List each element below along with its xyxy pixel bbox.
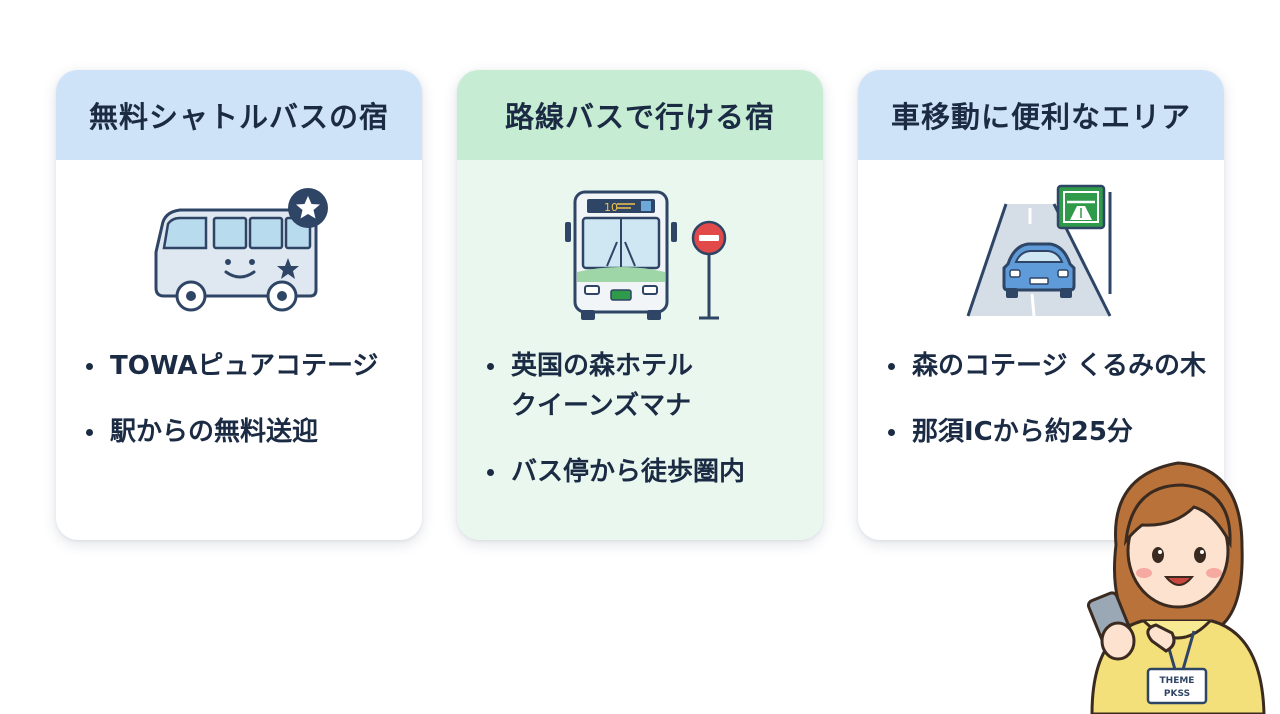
card-title: 無料シャトルバスの宿 — [56, 70, 422, 160]
route-number: 10 — [604, 201, 618, 214]
bullet-list: 英国の森ホテル クイーンズマナ バス停から徒歩圏内 — [485, 346, 811, 518]
card-car-area: 車移動に便利なエリア 森のコテージ くるみの木 那須ICから約25分 — [858, 70, 1224, 540]
bullet-list: 森のコテージ くるみの木 那須ICから約25分 — [886, 346, 1212, 478]
list-item: バス停から徒歩圏内 — [485, 452, 811, 492]
list-item: TOWAピュアコテージ — [84, 346, 410, 386]
list-item: 森のコテージ くるみの木 — [886, 346, 1212, 386]
card-title: 路線バスで行ける宿 — [457, 70, 823, 160]
card-title: 車移動に便利なエリア — [858, 70, 1224, 160]
bullet-list: TOWAピュアコテージ 駅からの無料送迎 — [84, 346, 410, 478]
shuttle-bus-icon — [154, 188, 328, 312]
route-bus-icon: 10 — [565, 190, 727, 320]
list-item: 駅からの無料送迎 — [84, 412, 410, 452]
list-item: 英国の森ホテル クイーンズマナ — [485, 346, 811, 426]
car-highway-icon — [966, 184, 1112, 317]
card-shuttle-bus: 無料シャトルバスの宿 TOWAピュアコテージ 駅からの無料送迎 — [56, 70, 422, 540]
badge-line1: THEME — [1160, 676, 1195, 686]
badge-line2: PKSS — [1164, 689, 1190, 699]
list-item: 那須ICから約25分 — [886, 412, 1212, 452]
card-route-bus: 路線バスで行ける宿 10 英国の森ホテル クイーンズマナ バス停から — [457, 70, 823, 540]
guide-character: THEME PKSS — [1086, 461, 1266, 714]
